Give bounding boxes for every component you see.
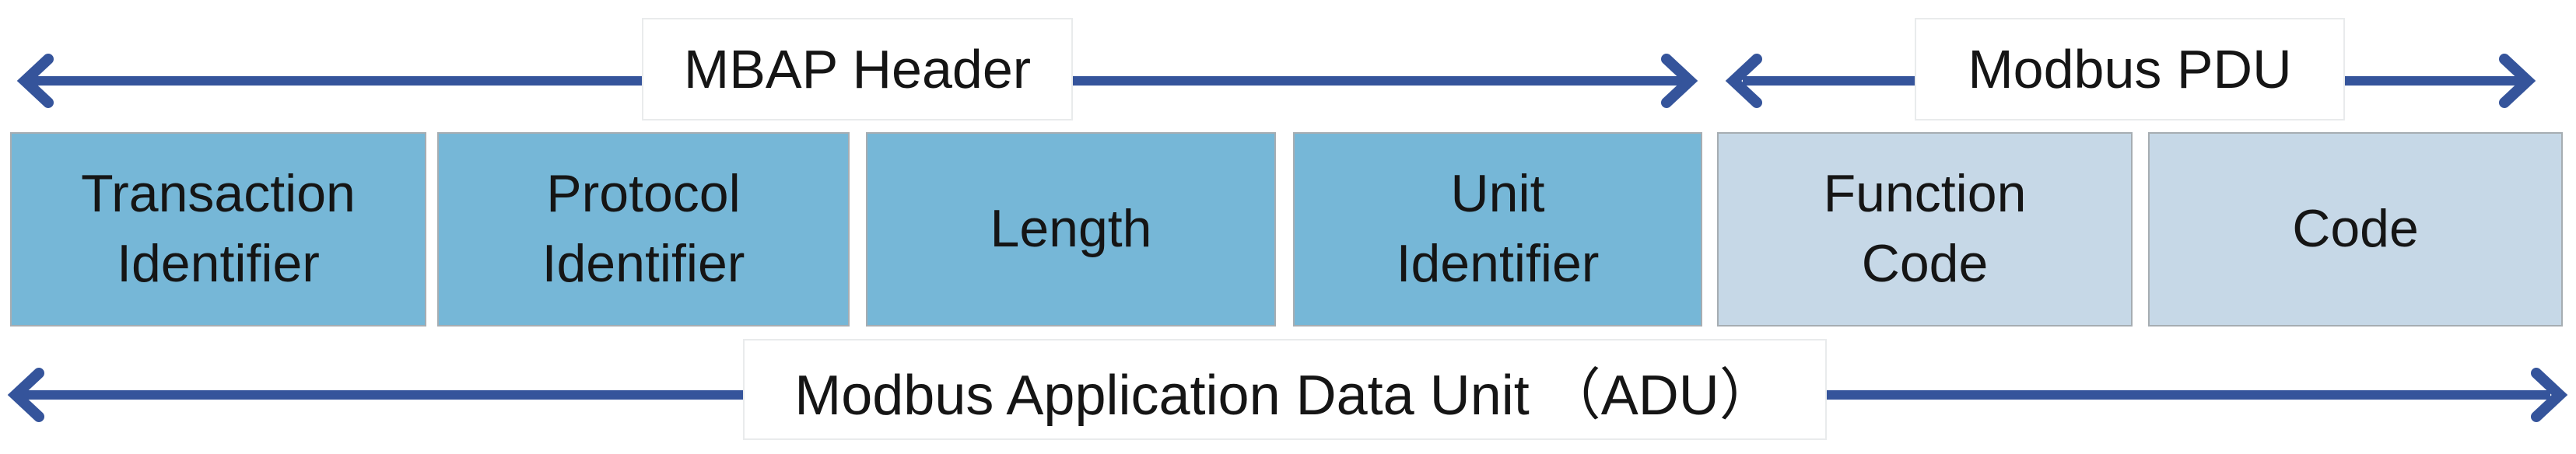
field-label: Unit Identifier: [1396, 164, 1600, 293]
field-box-function-code: Function Code: [1717, 132, 2133, 327]
arrow-right-icon: [1661, 54, 1698, 108]
arrow-left-icon: [7, 368, 44, 422]
field-box-unit-identifier: Unit Identifier: [1293, 132, 1702, 327]
arrow-left-icon: [1725, 54, 1762, 108]
modbus-pdu-label: Modbus PDU: [1915, 18, 2345, 120]
arrow-right-icon: [2531, 368, 2568, 422]
modbus-pdu-label-text: Modbus PDU: [1968, 39, 2292, 100]
arrow-left-icon: [16, 54, 54, 108]
field-box-transaction-identifier: Transaction Identifier: [10, 132, 426, 327]
arrow-right-icon: [2499, 54, 2536, 108]
adu-label: Modbus Application Data Unit （ADU）: [743, 339, 1827, 440]
field-label: Protocol Identifier: [541, 164, 745, 293]
field-label: Function Code: [1823, 164, 2027, 293]
mbap-header-label-text: MBAP Header: [683, 39, 1032, 100]
field-box-code: Code: [2148, 132, 2563, 327]
field-label: Code: [2292, 199, 2419, 259]
field-label: Length: [990, 199, 1152, 259]
field-label: Transaction Identifier: [81, 164, 356, 293]
adu-label-text: Modbus Application Data Unit （ADU）: [794, 364, 1775, 427]
field-box-length: Length: [866, 132, 1276, 327]
field-box-protocol-identifier: Protocol Identifier: [437, 132, 850, 327]
mbap-header-label: MBAP Header: [642, 18, 1073, 120]
